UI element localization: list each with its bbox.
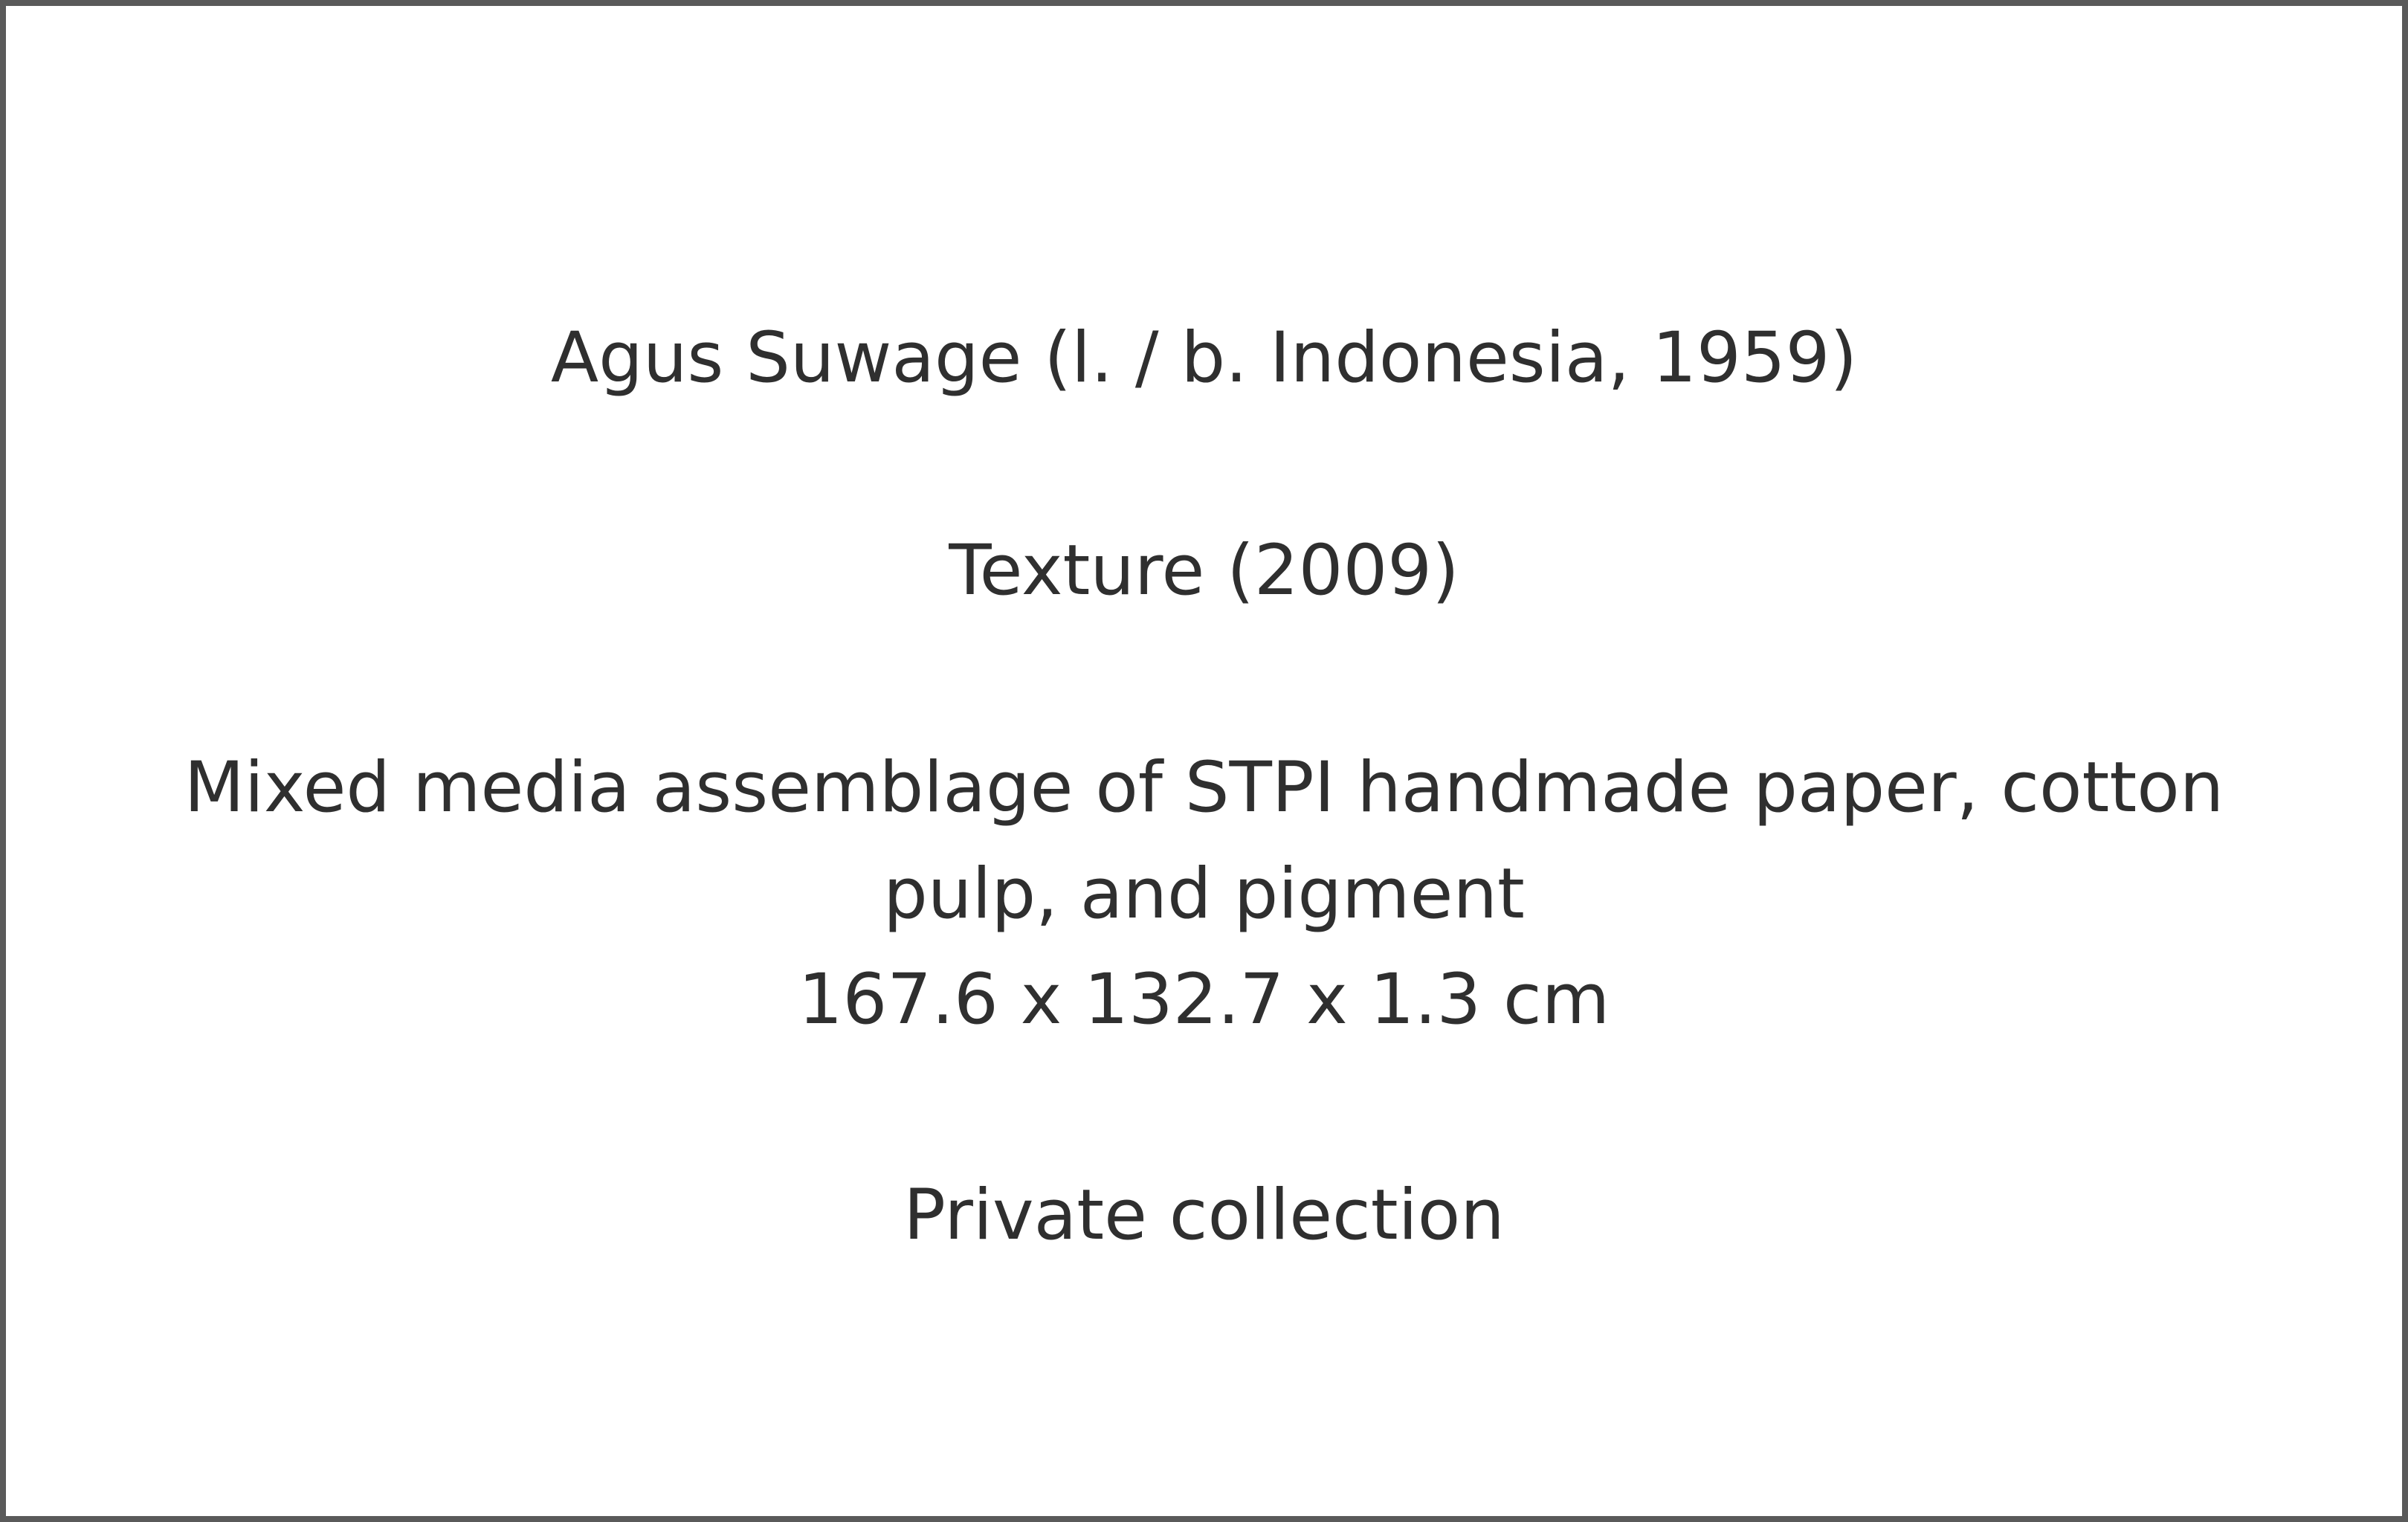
artist-line: Agus Suwage (l. / b. Indonesia, 1959) <box>550 317 1858 399</box>
artwork-title: Texture (2009) <box>949 530 1459 611</box>
medium-line-2: pulp, and pigment <box>883 854 1525 935</box>
medium-line-1: Mixed media assemblage of STPI handmade … <box>184 747 2224 828</box>
collection-line: Private collection <box>903 1175 1505 1256</box>
dimensions-line: 167.6 x 132.7 x 1.3 cm <box>798 959 1610 1040</box>
